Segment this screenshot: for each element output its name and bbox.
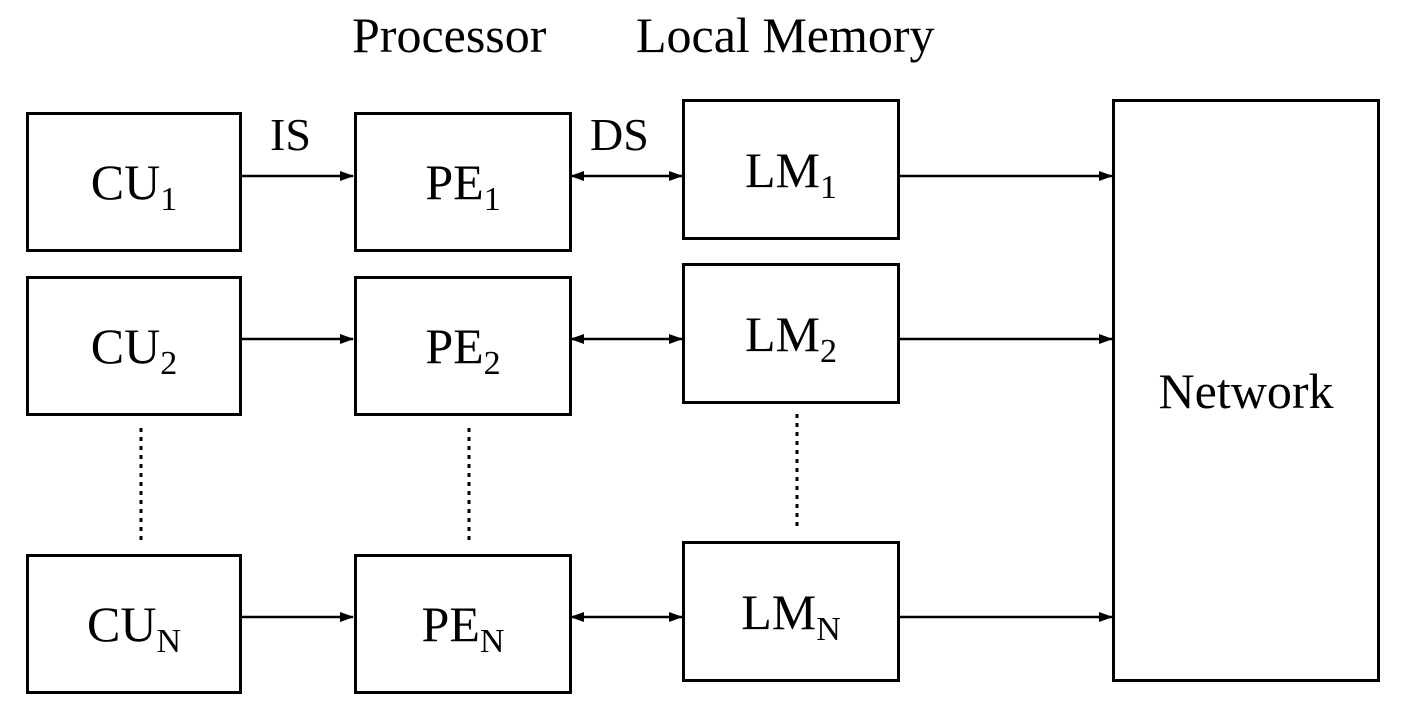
cu1-label: CU1	[90, 154, 178, 218]
local-memory-header: Local Memory	[636, 7, 935, 63]
processor-header: Processor	[352, 7, 547, 63]
pe2-box: PE2	[354, 276, 572, 416]
lmN-box: LMN	[682, 541, 900, 682]
pe1-label: PE1	[425, 154, 501, 218]
pe2-label: PE2	[425, 318, 501, 382]
cu2-label: CU2	[90, 318, 178, 382]
cuN-box: CUN	[26, 554, 242, 694]
cu1-box: CU1	[26, 112, 242, 252]
lm1-box: LM1	[682, 99, 900, 240]
pe1-box: PE1	[354, 112, 572, 252]
cu2-box: CU2	[26, 276, 242, 416]
network-box: Network	[1112, 99, 1380, 682]
data-stream-label: DS	[590, 109, 649, 160]
cuN-label: CUN	[86, 596, 182, 660]
lm2-label: LM2	[745, 305, 837, 370]
network-label: Network	[1158, 362, 1334, 419]
peN-box: PEN	[354, 554, 572, 694]
lmN-label: LMN	[741, 583, 841, 648]
lm2-box: LM2	[682, 263, 900, 404]
lm1-label: LM1	[745, 141, 837, 206]
instruction-stream-label: IS	[270, 109, 311, 160]
peN-label: PEN	[421, 596, 505, 660]
